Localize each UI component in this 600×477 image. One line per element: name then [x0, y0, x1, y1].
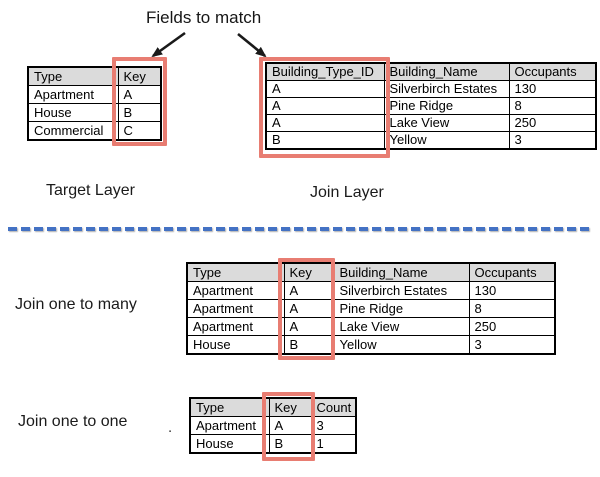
- table-cell: Silverbirch Estates: [383, 80, 510, 98]
- column-header: Type: [189, 397, 270, 417]
- join-one-to-many-label: Join one to many: [15, 296, 137, 313]
- table-cell: A: [283, 317, 335, 336]
- table-cell: Yellow: [383, 131, 510, 150]
- fields-to-match-arrows: [151, 31, 267, 58]
- table-cell: 1: [310, 434, 357, 454]
- table-cell: B: [283, 335, 335, 355]
- column-header: Key: [283, 262, 335, 282]
- table-cell: 8: [468, 299, 556, 318]
- column-header: Type: [186, 262, 285, 282]
- table-cell: B: [117, 103, 162, 122]
- table-cell: Pine Ridge: [333, 299, 470, 318]
- table-cell: A: [283, 281, 335, 300]
- table-cell: 8: [508, 97, 597, 115]
- table-cell: A: [268, 416, 312, 435]
- table-cell: Apartment: [189, 416, 270, 435]
- table-cell: House: [186, 335, 285, 355]
- table-cell: 130: [468, 281, 556, 300]
- table-cell: Silverbirch Estates: [333, 281, 470, 300]
- table-cell: 130: [508, 80, 597, 98]
- table-cell: Apartment: [27, 85, 119, 104]
- table-cell: A: [265, 97, 385, 115]
- table-cell: A: [117, 85, 162, 104]
- join-layer-label: Join Layer: [310, 184, 384, 201]
- column-header: Count: [310, 397, 357, 417]
- table-cell: House: [27, 103, 119, 122]
- table-cell: 250: [508, 114, 597, 132]
- column-header: Occupants: [468, 262, 556, 282]
- join-one-to-one-label: Join one to one: [18, 413, 128, 430]
- table-cell: Apartment: [186, 281, 285, 300]
- table-cell: Lake View: [383, 114, 510, 132]
- target-layer-label: Target Layer: [46, 182, 135, 199]
- table-cell: A: [283, 299, 335, 318]
- table-cell: Lake View: [333, 317, 470, 336]
- table-cell: Commercial: [27, 121, 119, 141]
- table-cell: C: [117, 121, 162, 141]
- table-cell: A: [265, 114, 385, 132]
- column-header: Type: [27, 66, 119, 86]
- table-cell: 250: [468, 317, 556, 336]
- arrow-down-left-icon: [151, 31, 186, 58]
- table-cell: 3: [508, 131, 597, 150]
- table-cell: 3: [468, 335, 556, 355]
- table-cell: Apartment: [186, 317, 285, 336]
- column-header: Building_Name: [333, 262, 470, 282]
- table-cell: B: [265, 131, 385, 150]
- column-header: Occupants: [508, 62, 597, 81]
- arrow-down-right-icon: [237, 32, 267, 58]
- stray-dot: .: [168, 419, 173, 436]
- table-cell: Apartment: [186, 299, 285, 318]
- fields-to-match-label: Fields to match: [146, 8, 262, 27]
- column-header: Building_Name: [383, 62, 510, 81]
- table-cell: Pine Ridge: [383, 97, 510, 115]
- table-cell: B: [268, 434, 312, 454]
- table-cell: 3: [310, 416, 357, 435]
- column-header: Key: [268, 397, 312, 417]
- column-header: Key: [117, 66, 162, 86]
- table-cell: A: [265, 80, 385, 98]
- table-cell: Yellow: [333, 335, 470, 355]
- dashed-divider-line: [8, 227, 592, 231]
- table-cell: House: [189, 434, 270, 454]
- column-header: Building_Type_ID: [265, 62, 385, 81]
